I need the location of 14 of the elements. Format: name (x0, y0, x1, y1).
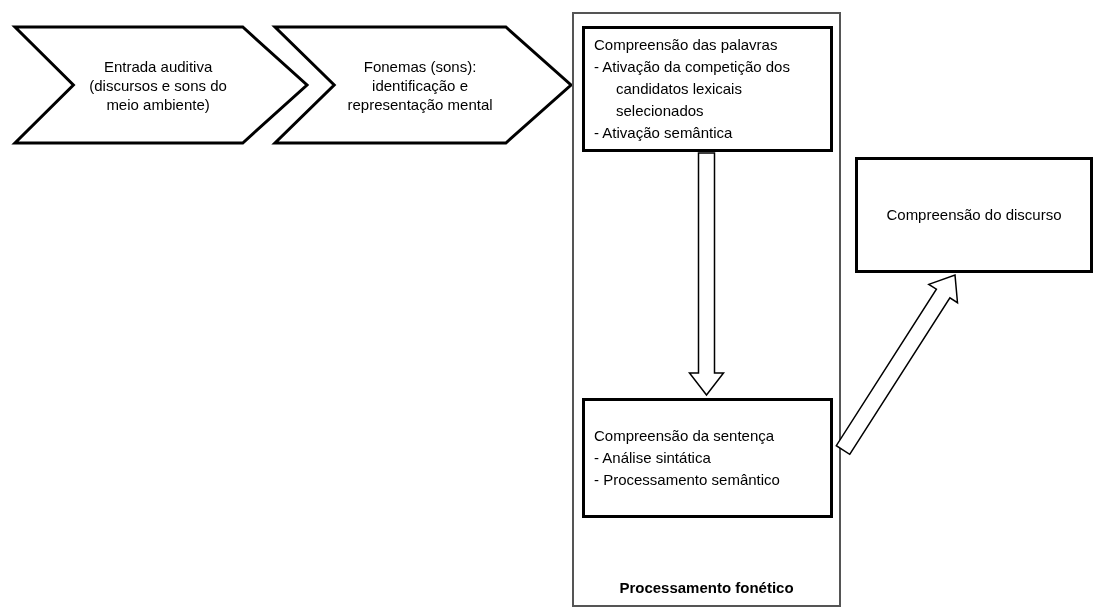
panel-title: Processamento fonético (619, 577, 794, 598)
bullet-item: - Ativação da competição dos candidatos lexicais selecionados (594, 57, 791, 121)
box-heading: Compreensão das palavras (594, 35, 779, 55)
process-box (582, 26, 833, 152)
bullet-item: - Ativação semântica (594, 123, 734, 143)
stage-panel (572, 12, 841, 607)
bullet-item: - Processamento semântico (594, 470, 781, 490)
bullet-item: - Análise sintática (594, 448, 712, 468)
process-box (855, 157, 1093, 273)
block-arrow (835, 273, 959, 456)
box-heading: Compreensão da sentença (594, 426, 776, 446)
block-arrow (687, 152, 726, 397)
box-label: Compreensão do discurso (886, 204, 1062, 225)
process-box (582, 398, 833, 518)
